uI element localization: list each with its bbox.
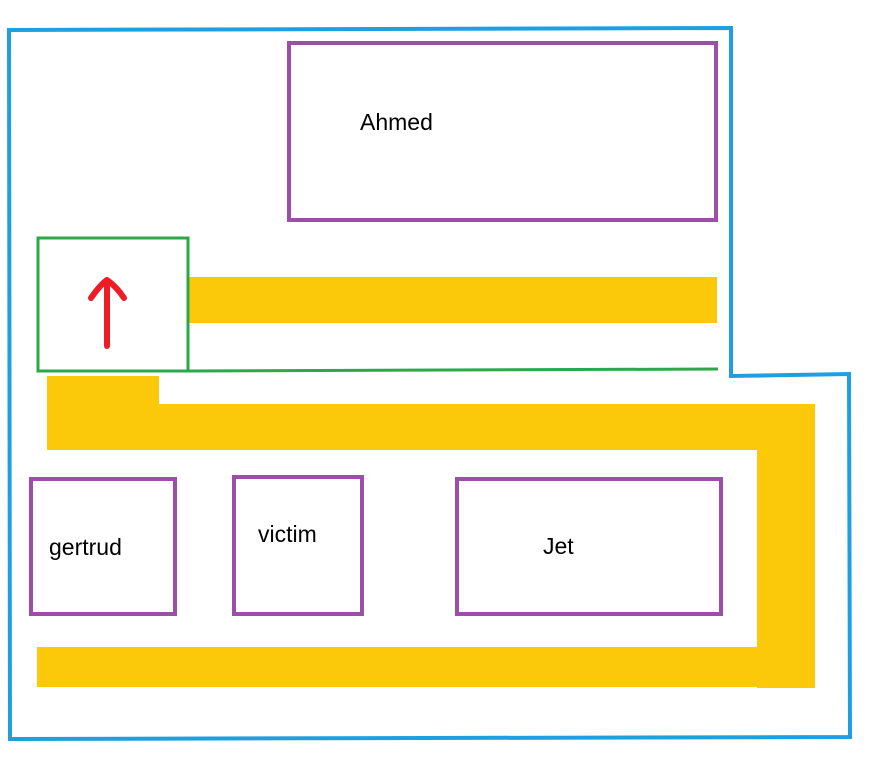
room-label-victim: victim (258, 521, 317, 547)
route-segment-upper (188, 277, 717, 323)
start-corridor-line (187, 367, 719, 373)
room-label-jet: Jet (543, 533, 574, 559)
route-segment-stub (47, 376, 159, 406)
room-gertrud (29, 477, 177, 616)
up-arrow-icon (88, 277, 127, 349)
start-box (36, 236, 190, 373)
room-jet (455, 477, 723, 616)
route-segment-middle (47, 404, 815, 450)
route-segment-bottom (37, 647, 815, 687)
room-label-gertrud: gertrud (49, 534, 122, 560)
room-label-ahmed: Ahmed (360, 109, 433, 135)
route-segment-right (757, 404, 815, 688)
building-outline (6, 25, 853, 742)
room-ahmed (287, 41, 718, 222)
room-victim (232, 475, 364, 616)
